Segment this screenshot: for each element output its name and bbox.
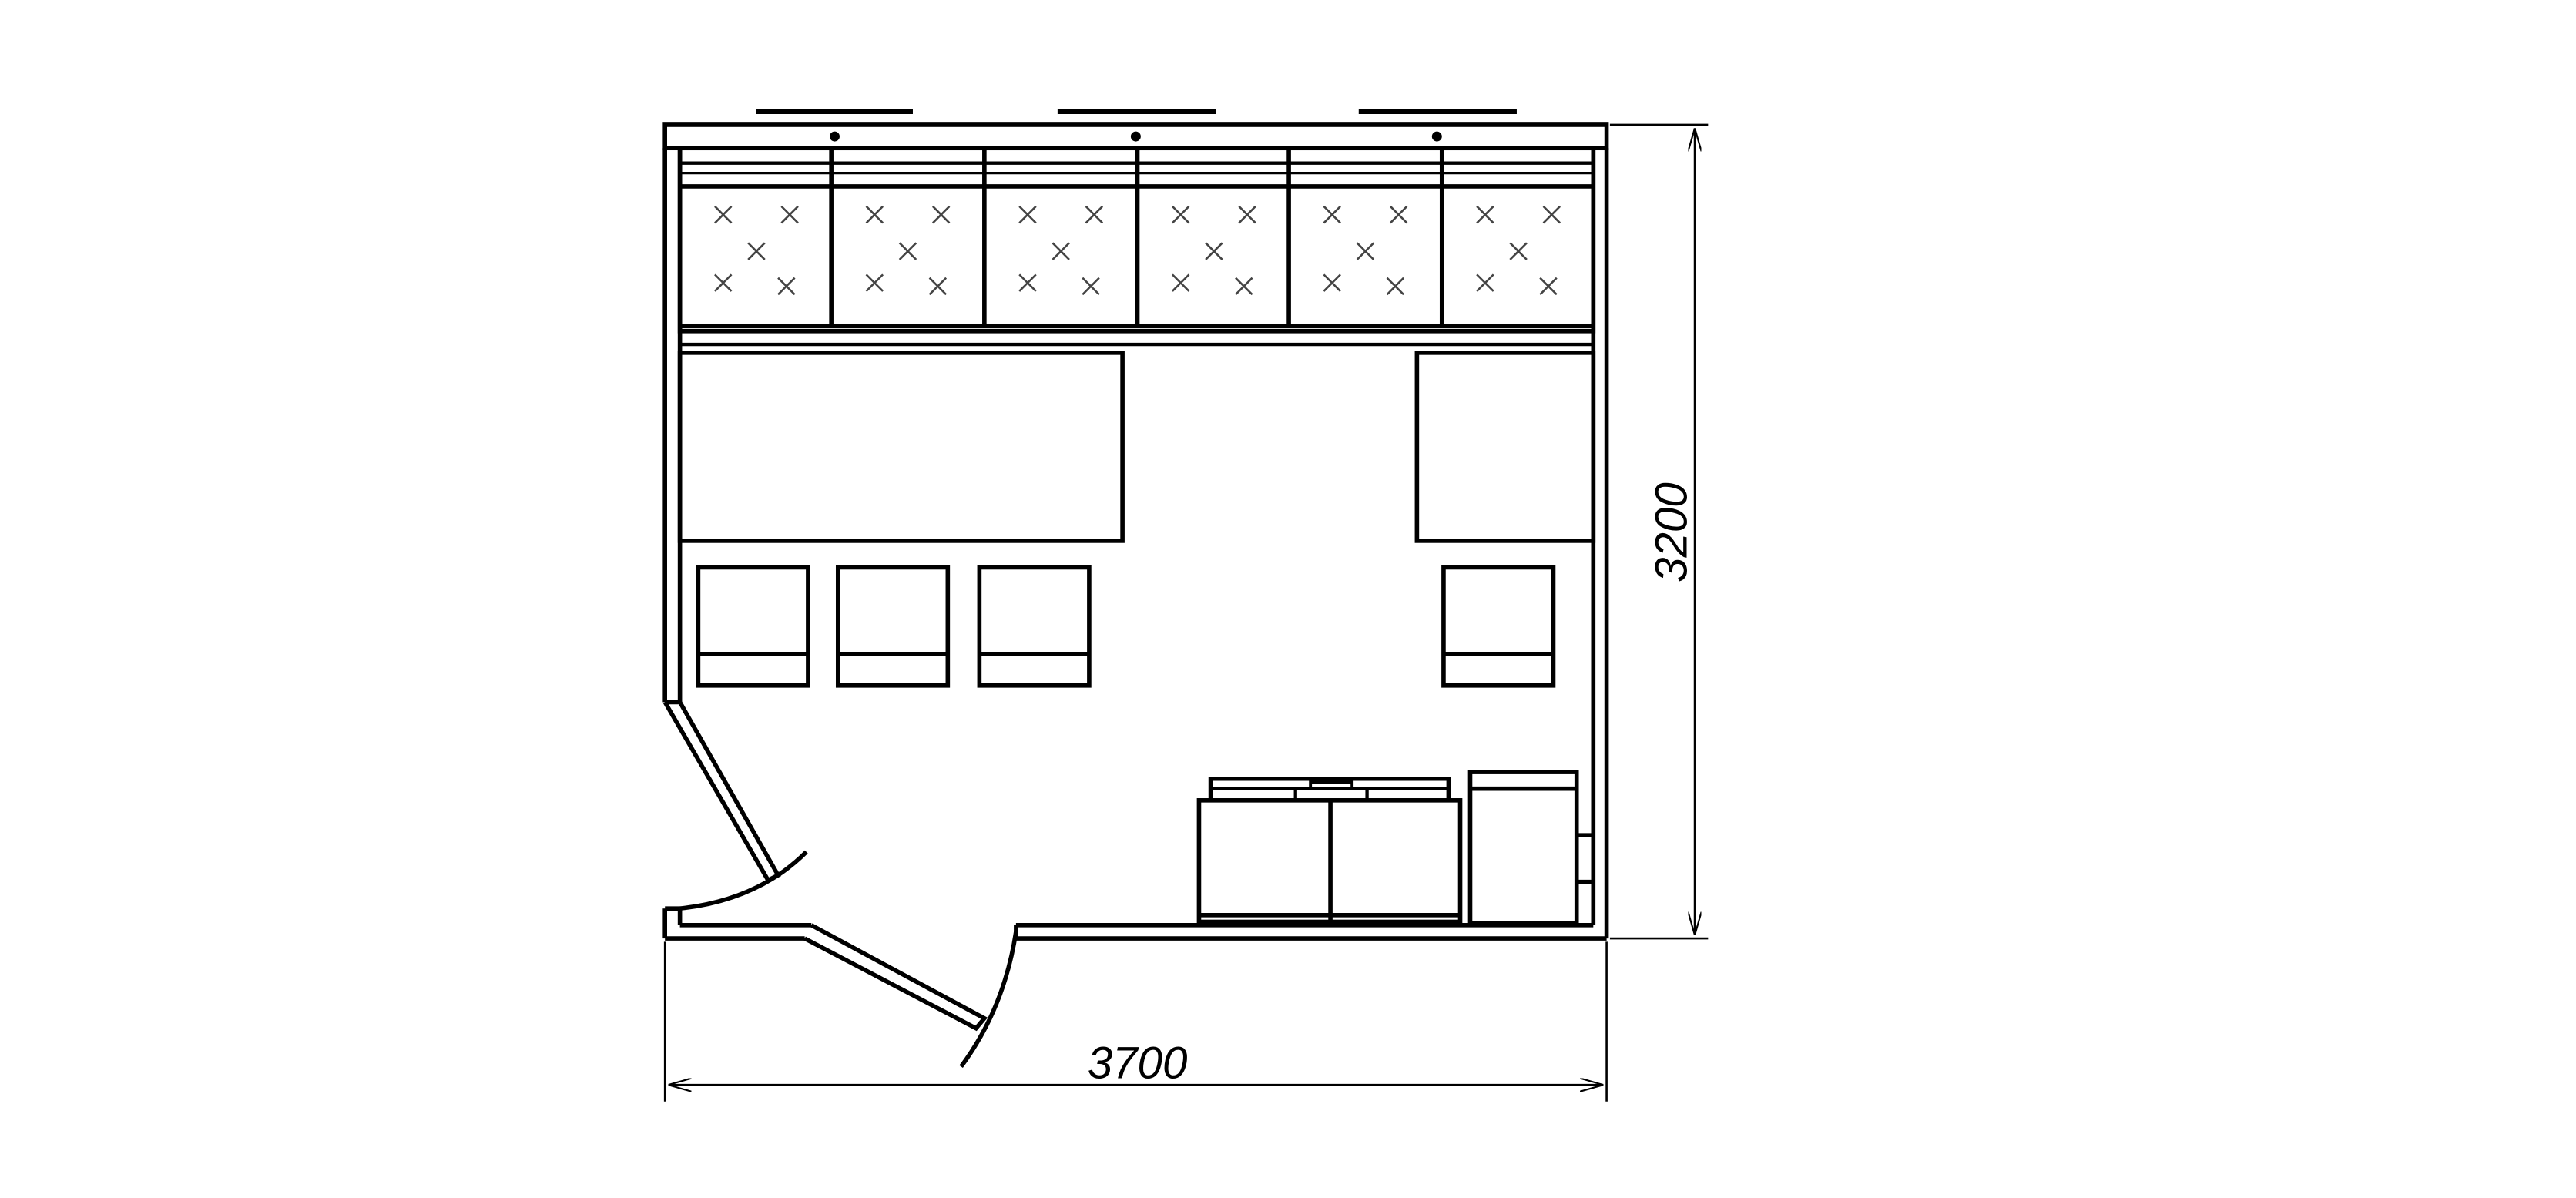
- bottom-wall: [1014, 922, 1607, 941]
- dimension-width: [663, 941, 1608, 1102]
- shelf-mark-2-3: [898, 242, 917, 260]
- shelf-mark-3-5: [1082, 277, 1100, 296]
- door-left: [679, 850, 808, 911]
- shelf-mark-1-1: [714, 205, 733, 224]
- shelf-mark-6-5: [1539, 277, 1558, 296]
- chair-2: [835, 565, 951, 688]
- shelf-mark-5-1: [1323, 205, 1341, 224]
- door-left-swing: [679, 850, 808, 911]
- shelf-mark-1-5: [777, 277, 796, 296]
- fixture-dot-3: [1431, 131, 1442, 142]
- left-wall: [662, 148, 683, 705]
- shelf-mark-4-1: [1171, 205, 1190, 224]
- shelf-cross-marks: [714, 205, 1561, 296]
- shelf-mark-1-2: [780, 205, 799, 224]
- shelf-mark-2-1: [865, 205, 884, 224]
- shelf-mark-4-4: [1171, 273, 1190, 292]
- shelf-mark-2-4: [865, 273, 884, 292]
- shelf-mark-5-4: [1323, 273, 1341, 292]
- width-label: 3700: [1088, 1039, 1188, 1089]
- shelf-mark-5-5: [1386, 277, 1405, 296]
- shelf-mark-3-3: [1052, 242, 1070, 260]
- door-bottom-leaf: [803, 923, 988, 1032]
- shelf-mark-3-1: [1018, 205, 1037, 224]
- fixture-dot-1: [829, 131, 840, 142]
- chair-1: [696, 565, 810, 688]
- shelf-mark-4-3: [1205, 242, 1223, 260]
- shelf-mark-6-3: [1509, 242, 1528, 260]
- chair-3: [977, 565, 1092, 688]
- shelf-mark-5-2: [1389, 205, 1408, 224]
- shelf-mark-5-3: [1356, 242, 1375, 260]
- shelf-mark-1-4: [714, 273, 733, 292]
- shelf-mark-6-4: [1476, 273, 1494, 292]
- dimension-height: [1609, 123, 1709, 940]
- cabinet-unit: [1467, 770, 1579, 926]
- shelf-mark-4-5: [1235, 277, 1253, 296]
- shelf-mark-3-2: [1085, 205, 1104, 224]
- counter-left: [677, 351, 1125, 543]
- top-wall: [662, 122, 1609, 151]
- shelf-mark-2-2: [931, 205, 951, 224]
- shelf-mark-3-4: [1018, 273, 1037, 292]
- angled-wall-left: [662, 700, 781, 884]
- door-bottom: [803, 923, 1018, 1069]
- shelf-mark-1-3: [747, 242, 766, 260]
- shelf-mark-6-2: [1542, 205, 1561, 224]
- shelf-mark-4-2: [1238, 205, 1256, 224]
- chest-freezer: [1196, 776, 1463, 925]
- shelf-mark-2-5: [928, 277, 948, 296]
- bottom-left-wall: [662, 906, 812, 941]
- shelf-mark-6-1: [1476, 205, 1494, 224]
- chair-4: [1441, 565, 1556, 688]
- fixture-dot-2: [1130, 131, 1141, 142]
- door-bottom-swing: [959, 931, 1018, 1069]
- display-shelving: [677, 146, 1596, 347]
- height-label: 3200: [1646, 482, 1696, 582]
- counter-right: [1414, 351, 1596, 543]
